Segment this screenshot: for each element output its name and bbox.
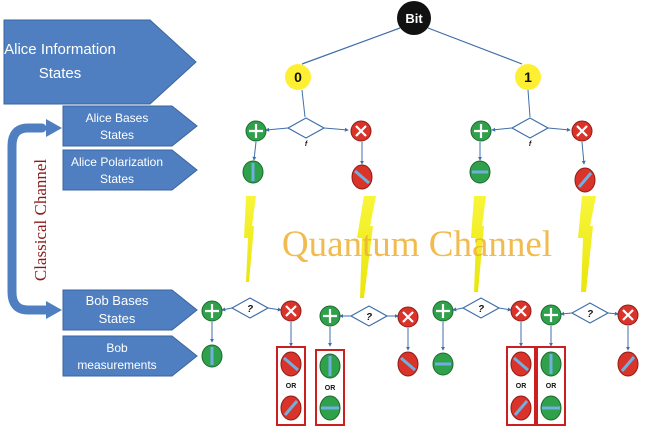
quantum-channel-label: Quantum Channel xyxy=(282,224,552,265)
alice-info-box: Alice Information States xyxy=(3,19,197,105)
bob-decision-2: ? xyxy=(349,305,389,327)
alice-bases-label-1: Alice Bases xyxy=(86,111,149,125)
alice-polarization-horizontal xyxy=(469,160,491,184)
bob-measure-vertical-1 xyxy=(201,344,223,368)
bob-decision-1: ? xyxy=(230,297,270,319)
or-box-1: OR xyxy=(276,346,306,426)
svg-text:?: ? xyxy=(247,304,253,315)
svg-text:f: f xyxy=(305,141,308,148)
bob-measure-horizontal-3 xyxy=(432,352,454,376)
or-box-3: OR xyxy=(506,346,536,426)
or-box-4: OR xyxy=(536,346,566,426)
alice-bases-label-2: States xyxy=(100,128,134,142)
bob-measure-diag-2 xyxy=(397,351,419,377)
bit-0-label: 0 xyxy=(294,69,302,85)
alice-polarization-vertical xyxy=(242,160,264,184)
bit-root-label: Bit xyxy=(405,11,423,26)
alice-polarization-diag-b xyxy=(574,167,596,193)
bob-basis-rect-3 xyxy=(432,300,454,322)
bob-measurements-label-2: measurements xyxy=(77,358,156,372)
bob-bases-box: Bob Bases States xyxy=(62,289,198,331)
bob-basis-diag-1 xyxy=(280,300,302,322)
quantum-beams xyxy=(244,196,596,298)
alice-bases-box: Alice Bases States xyxy=(62,105,198,147)
alice-polarization-diag-a xyxy=(351,164,373,190)
svg-text:?: ? xyxy=(366,312,372,323)
bob-measurements-box: Bob measurements xyxy=(62,335,198,377)
alice-decision-right: f xyxy=(510,117,550,148)
svg-text:?: ? xyxy=(478,304,484,315)
alice-polarization-box: Alice Polarization States xyxy=(62,149,198,191)
bob-decision-3: ? xyxy=(461,297,501,319)
svg-text:OR: OR xyxy=(546,383,557,390)
bob-measure-diag-4 xyxy=(617,351,639,377)
edge-bit-1 xyxy=(427,27,523,65)
svg-text:f: f xyxy=(529,141,532,148)
alice-decision-left: f xyxy=(286,117,326,148)
alice-basis-rect-2 xyxy=(470,120,492,142)
alice-info-label-1: Alice Information xyxy=(4,41,116,58)
svg-text:?: ? xyxy=(587,309,593,320)
bob-basis-rect-1 xyxy=(201,300,223,322)
classical-channel-label: Classical Channel xyxy=(31,159,50,282)
edge-bit0-decision xyxy=(301,89,306,118)
alice-basis-rect-1 xyxy=(245,120,267,142)
bob-bases-label-2: States xyxy=(99,311,136,326)
bob-bases-label-1: Bob Bases xyxy=(86,293,149,308)
bob-basis-diag-3 xyxy=(510,300,532,322)
bob-decision-4: ? xyxy=(570,302,610,324)
bit-root-node: Bit xyxy=(397,1,431,35)
svg-text:OR: OR xyxy=(325,385,336,392)
svg-text:OR: OR xyxy=(286,383,297,390)
bit-1-label: 1 xyxy=(524,69,532,85)
svg-text:OR: OR xyxy=(516,383,527,390)
alice-polarization-label-1: Alice Polarization xyxy=(71,155,163,169)
alice-info-label-2: States xyxy=(39,65,82,82)
bit-1-node: 1 xyxy=(515,64,541,90)
bob-basis-diag-4 xyxy=(617,304,639,326)
alice-basis-diag-1 xyxy=(350,120,372,142)
classical-channel-bracket: Classical Channel xyxy=(7,119,62,319)
bob-measurements-label-1: Bob xyxy=(106,341,128,355)
bob-basis-rect-4 xyxy=(540,304,562,326)
or-box-2: OR xyxy=(315,349,345,426)
alice-basis-diag-2 xyxy=(571,120,593,142)
bit-0-node: 0 xyxy=(285,64,311,90)
bob-basis-diag-2 xyxy=(397,306,419,328)
bob-basis-rect-2 xyxy=(319,305,341,327)
alice-polarization-label-2: States xyxy=(100,172,134,186)
edge-bit-0 xyxy=(301,27,401,65)
edge-bit1-decision xyxy=(527,89,531,118)
